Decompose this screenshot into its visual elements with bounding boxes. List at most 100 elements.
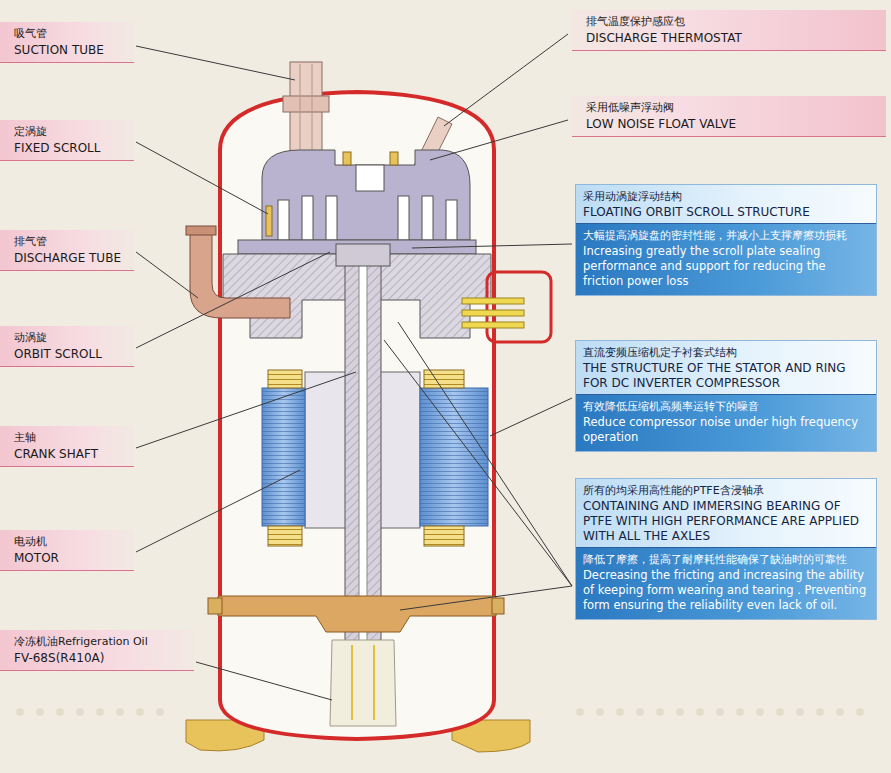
label-band: 定涡旋FIXED SCROLL (0, 120, 134, 161)
scroll-slot (278, 200, 289, 240)
chinese-label: 采用低噪声浮动阀 (586, 100, 878, 116)
shape-circle (856, 708, 864, 716)
stator-lamination (262, 388, 305, 526)
fixed-scroll (262, 150, 470, 240)
chinese-label: 动涡旋 (14, 330, 126, 346)
suction-collar (283, 96, 329, 112)
tube-line (312, 64, 313, 160)
scroll-slot (422, 196, 433, 240)
shape-line (136, 142, 268, 214)
shape-line (196, 662, 332, 700)
english-text: CONTAINING AND IMMERSING BEARING OF PTFE… (583, 499, 869, 544)
shape-circle (76, 708, 84, 716)
shape-circle (576, 708, 584, 716)
chinese-text: 降低了摩擦，提高了耐摩耗性能确保了缺油时的可靠性 (583, 552, 869, 568)
shape-circle (116, 708, 124, 716)
terminal-pin (462, 322, 524, 328)
box-heading: 采用动涡旋浮动结构FLOATING ORBIT SCROLL STRUCTURE (576, 185, 876, 224)
lower-bearing (218, 596, 496, 632)
coil-end (424, 526, 464, 546)
bolt (266, 206, 272, 236)
terminal-pin (462, 310, 524, 316)
shape-circle (836, 708, 844, 716)
shape-line (444, 34, 568, 126)
bolt (492, 598, 504, 614)
chinese-label: 冷冻机油Refrigeration Oil (14, 634, 186, 650)
scroll-slot (398, 196, 409, 240)
shape-circle (656, 708, 664, 716)
scroll-slot (302, 196, 313, 240)
shape-circle (716, 708, 724, 716)
shape-line (400, 586, 572, 610)
english-label: ORBIT SCROLL (14, 346, 126, 362)
shape-line (412, 244, 572, 248)
chinese-text: 有效降低压缩机高频率运转下的噪音 (583, 399, 869, 415)
coil-end (424, 370, 464, 388)
tube-end (186, 226, 216, 235)
box-body: 大幅提高涡旋盘的密封性能，并减小上支撑摩擦功损耗Increasing great… (576, 224, 876, 295)
compressor-shell (220, 92, 494, 739)
terminal-pin (462, 298, 524, 304)
shape-circle (756, 708, 764, 716)
chinese-text: 大幅提高涡旋盘的密封性能，并减小上支撑摩擦功损耗 (583, 228, 869, 244)
english-label: DISCHARGE THERMOSTAT (586, 30, 878, 46)
scroll-slot (446, 200, 457, 240)
bolt (208, 598, 222, 614)
shape-circle (616, 708, 624, 716)
feature-box: 直流变频压缩机定子衬套式结构THE STRUCTURE OF THE STATO… (575, 340, 877, 452)
english-text: THE STRUCTURE OF THE STATOR AND RING FOR… (583, 361, 869, 391)
shape-circle (676, 708, 684, 716)
chinese-label: 吸气管 (14, 26, 126, 42)
shape-circle (56, 708, 64, 716)
feature-box: 所有的均采用高性能的PTFE含浸轴承CONTAINING AND IMMERSI… (575, 478, 877, 620)
shape-circle (816, 708, 824, 716)
shape-line (398, 322, 572, 586)
label-band: 排气管DISCHARGE TUBE (0, 230, 134, 271)
box-heading: 直流变频压缩机定子衬套式结构THE STRUCTURE OF THE STATO… (576, 341, 876, 395)
shape-line (136, 252, 330, 348)
shape-circle (736, 708, 744, 716)
english-label: FV-68S(R410A) (14, 650, 186, 666)
bolt (343, 152, 351, 165)
shape-circle (636, 708, 644, 716)
english-text: FLOATING ORBIT SCROLL STRUCTURE (583, 205, 869, 220)
english-text: Reduce compressor noise under high frequ… (583, 415, 869, 445)
chinese-label: 定涡旋 (14, 124, 126, 140)
shape-line (136, 470, 300, 552)
english-text: Decreasing the fricting and increasing t… (583, 568, 869, 613)
shape-circle (36, 708, 44, 716)
label-band: 主轴CRANK SHAFT (0, 426, 134, 467)
feature-box: 采用动涡旋浮动结构FLOATING ORBIT SCROLL STRUCTURE… (575, 184, 877, 296)
leader-lines (136, 34, 572, 700)
shape-circle (796, 708, 804, 716)
label-band: 吸气管SUCTION TUBE (0, 22, 134, 63)
shape-line (136, 252, 198, 298)
discharge-tube (190, 232, 290, 318)
shape-line (136, 46, 295, 80)
english-label: CRANK SHAFT (14, 446, 126, 462)
coil-end (268, 370, 302, 388)
shape-circle (596, 708, 604, 716)
english-text: Increasing greatly the scroll plate seal… (583, 244, 869, 289)
stator (420, 388, 488, 526)
shape-line (384, 340, 572, 586)
bolt (390, 152, 398, 165)
label-band: 动涡旋ORBIT SCROLL (0, 326, 134, 367)
chinese-label: 主轴 (14, 430, 126, 446)
shape-circle (776, 708, 784, 716)
tube-line (300, 64, 301, 160)
oil-pickup (330, 640, 396, 726)
terminal-cover (487, 272, 551, 342)
label-band: 采用低噪声浮动阀LOW NOISE FLOAT VALVE (572, 96, 886, 137)
oil-line (352, 645, 374, 720)
shape-line (490, 398, 572, 436)
shape-line (136, 372, 356, 448)
stator-lamination (420, 388, 488, 526)
shaft-hub (336, 244, 390, 266)
english-label: MOTOR (14, 550, 126, 566)
stator (262, 388, 305, 526)
box-body: 有效降低压缩机高频率运转下的噪音Reduce compressor noise … (576, 395, 876, 451)
english-label: LOW NOISE FLOAT VALVE (586, 116, 878, 132)
shape-line (430, 120, 568, 160)
